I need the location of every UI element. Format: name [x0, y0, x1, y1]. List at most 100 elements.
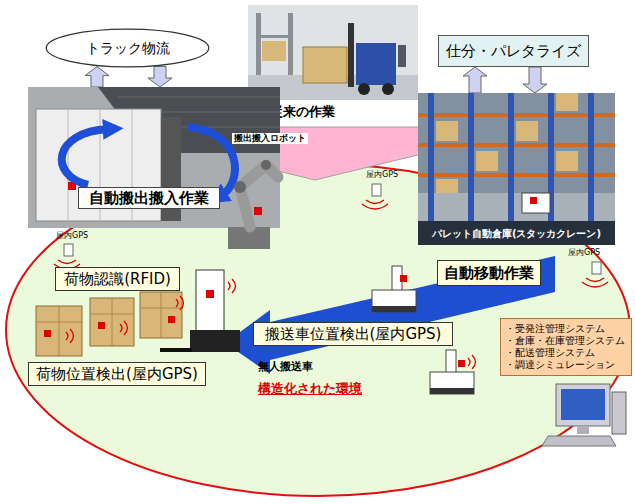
warehouse-photo-part [468, 93, 474, 223]
gps-beacons-part [64, 244, 73, 256]
truck-dock-photo [28, 87, 292, 252]
process-box: 搬送車位置検出(屋内GPS) [253, 322, 453, 346]
cargo-boxes-part [44, 330, 51, 337]
part-label: 無人搬送車 [258, 360, 313, 373]
node-text: ・配送管理システム [505, 347, 595, 359]
warehouse-photo-part [530, 197, 537, 204]
agv-small-part [400, 275, 407, 282]
conventional-photo-part [262, 41, 286, 61]
block-arrow [523, 67, 547, 93]
truck-dock-photo-part [62, 129, 108, 185]
node-text: 仕分・パレタライズ [446, 42, 581, 60]
conventional-photo [248, 5, 418, 100]
warehouse-photo-part [436, 121, 458, 141]
truck-dock-photo-part [68, 109, 69, 221]
agv-small-part [372, 306, 416, 312]
process-box: 自動移動作業 [437, 260, 541, 286]
computer-part [577, 426, 589, 434]
truck-dock-photo-part [254, 207, 262, 215]
agv-main-part [206, 290, 214, 298]
block-arrow [85, 67, 109, 87]
warehouse-photo-part [418, 113, 615, 117]
ellipse-outline [6, 164, 630, 496]
truck-dock-photo-part [28, 87, 280, 228]
cargo-boxes-part [176, 296, 184, 310]
agv-small-part [458, 360, 465, 367]
truck-dock-photo-part [261, 160, 271, 170]
warehouse-photo-part [436, 179, 458, 193]
computer-part [542, 436, 616, 446]
ellipse-node: トラック物流 [45, 28, 210, 68]
photo-node: パレット自動倉庫(スタッカクレーン) [418, 93, 615, 245]
computer-part [561, 389, 605, 420]
conventional-photo-part [356, 43, 396, 85]
cargo-boxes-part [98, 322, 105, 329]
block-arrow [463, 67, 487, 93]
conventional-photo-part [248, 5, 418, 100]
part-label: 屋内GPS [568, 248, 600, 258]
agv-small-part [430, 388, 474, 394]
node-text: 自動搬出搬入作業 [78, 187, 220, 209]
warehouse-photo-part [476, 151, 498, 171]
warehouse-photo-part [522, 193, 550, 213]
truck-dock-photo-part [234, 181, 246, 193]
process-box: 荷物認識(RFID) [55, 267, 180, 291]
part-label: 搬出搬入ロボット [232, 133, 308, 144]
conventional-photo-part [382, 83, 394, 95]
agv-main-part [160, 348, 192, 352]
agv-main-part [190, 330, 240, 352]
node-text: 搬送車位置検出(屋内GPS) [265, 325, 442, 343]
node-text: ・受発注管理システム [505, 323, 605, 335]
cargo-boxes-part [36, 306, 82, 356]
conventional-photo-part [303, 47, 347, 83]
warehouse-photo [418, 93, 615, 245]
agv-main-part [196, 270, 224, 332]
cargo-boxes-part [168, 316, 175, 323]
cargo-boxes-part [66, 329, 74, 343]
node-text: ・調達シミュレーション [505, 359, 615, 371]
cargo-boxes-part [90, 298, 134, 346]
cargo-boxes-part [59, 306, 60, 356]
part-label: 屋内GPS [56, 231, 88, 241]
conventional-photo-part [256, 13, 261, 75]
conventional-photo-part [348, 23, 354, 87]
warehouse-photo-part [418, 221, 615, 245]
node-text: 荷物認識(RFID) [64, 270, 171, 288]
warehouse-photo-part [428, 93, 434, 223]
process-box: 荷物位置検出(屋内GPS) [28, 362, 206, 386]
computer-part [612, 392, 626, 434]
ellipse-outline [46, 29, 209, 67]
node-text: 自動移動作業 [444, 264, 534, 282]
node-text: パレット自動倉庫(スタッカクレーン) [418, 228, 615, 240]
part-label: 屋内GPS [366, 170, 398, 180]
warehouse-photo-part [516, 121, 538, 141]
process-box: 仕分・パレタライズ [438, 35, 589, 67]
agv-small-part [372, 290, 416, 312]
conventional-photo-part [358, 83, 370, 95]
warehouse-photo-part [418, 173, 615, 177]
gps-beacons-part [372, 184, 381, 196]
cargo-boxes-part [140, 292, 182, 338]
photo-node: 自動搬出搬入作業 [28, 87, 292, 252]
warehouse-photo-part [418, 93, 615, 245]
node-text: トラック物流 [86, 40, 170, 57]
truck-dock-photo-part [240, 165, 278, 227]
truck-dock-photo-part [188, 127, 235, 195]
computer-part [556, 384, 610, 426]
system-list-box: ・受発注管理システム・倉庫・在庫管理システム・配送管理システム・調達シミュレーシ… [500, 318, 632, 376]
conventional-photo-part [256, 35, 293, 38]
gps-beacons-part [592, 262, 601, 274]
warehouse-photo-part [556, 93, 578, 111]
cargo-boxes-part [112, 298, 113, 346]
warehouse-photo-part [418, 193, 615, 223]
conventional-photo-part [288, 13, 293, 75]
block-arrow [148, 66, 172, 87]
node-text: 荷物位置検出(屋内GPS) [36, 365, 198, 383]
node-text: 構造化された環境 [258, 381, 362, 397]
cargo-boxes-part [161, 292, 162, 338]
warehouse-photo-part [508, 93, 514, 223]
node-text: ・倉庫・在庫管理システム [505, 335, 625, 347]
truck-dock-photo-part [118, 97, 280, 98]
agv-small-part [430, 372, 474, 394]
